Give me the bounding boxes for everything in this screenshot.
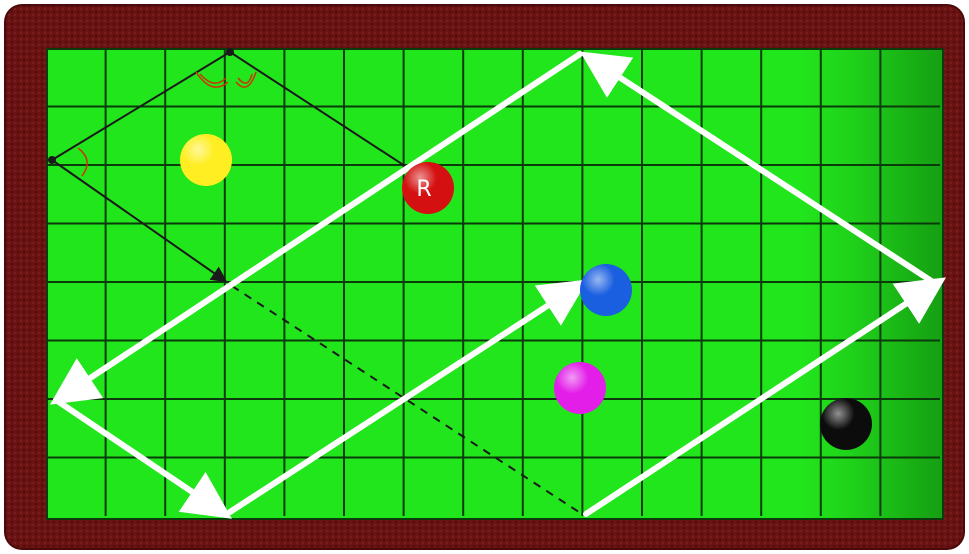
black-ball [820, 398, 872, 450]
guide-segment-2 [230, 52, 405, 166]
red-ball-label: R [416, 177, 431, 202]
magenta-ball-shine [554, 362, 606, 414]
red-ball: R [402, 162, 454, 214]
angle-mark-top-inner [200, 74, 252, 83]
yellow-ball-shine [180, 134, 232, 186]
guide-point-left [48, 156, 56, 164]
yellow-ball [180, 134, 232, 186]
magenta-ball [554, 362, 606, 414]
guide-point-top [226, 48, 234, 56]
felt-grid [46, 48, 940, 516]
blue-ball-shine [580, 264, 632, 316]
black-ball-shine [820, 398, 872, 450]
shot-path [56, 54, 936, 514]
shot-segment-4 [56, 400, 222, 512]
blue-ball [580, 264, 632, 316]
angle-mark-left [78, 148, 87, 176]
